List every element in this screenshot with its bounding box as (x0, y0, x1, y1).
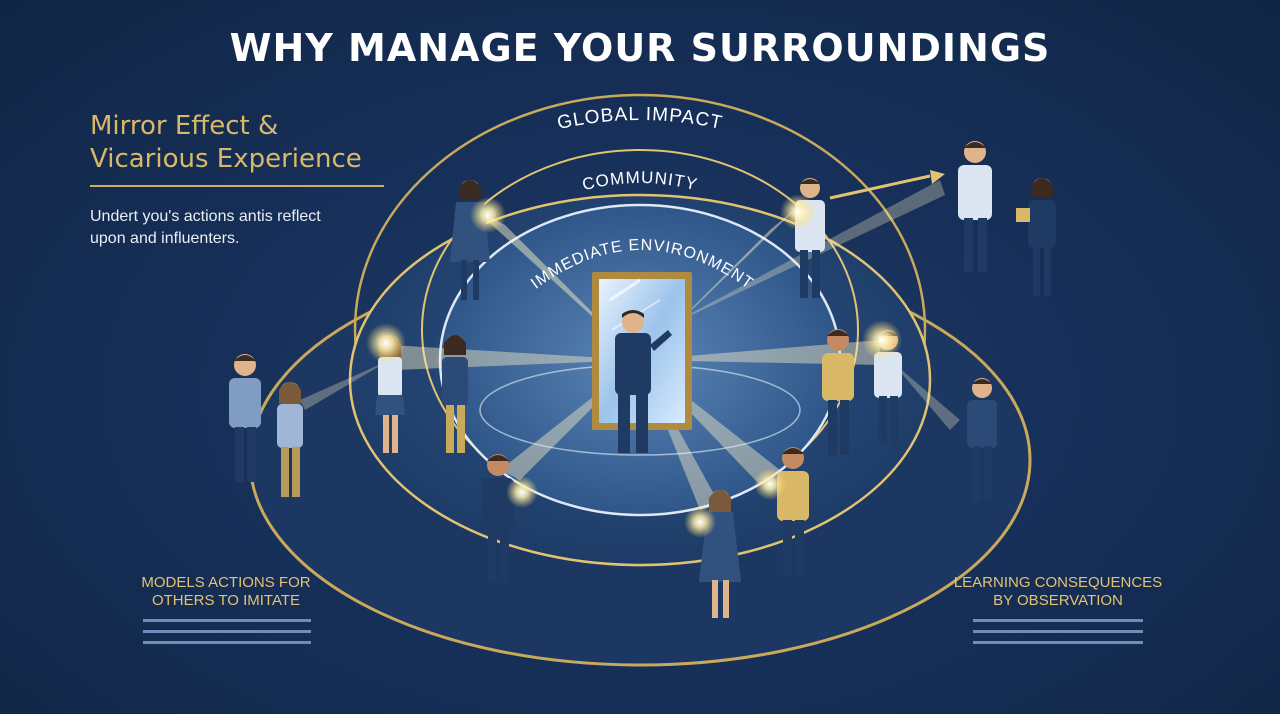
side-heading-line2: Vicarious Experience (90, 144, 362, 174)
person-far-left-woman (277, 382, 303, 497)
community-label: COMMUNITY (580, 168, 699, 194)
page-title: WHY MANAGE YOUR SURROUNDINGS (229, 26, 1051, 70)
global-impact-label: GLOBAL IMPACT (555, 104, 724, 134)
heading-divider (90, 185, 384, 187)
caption-left-placeholder-lines (143, 619, 311, 652)
side-heading-line1: Mirror Effect & (90, 111, 279, 141)
person-right-man-inner (822, 329, 854, 455)
person-bottom-left-man (482, 454, 514, 582)
side-description: Undert you's actions antis reflect upon … (90, 206, 390, 250)
caption-right-line1: LEARNING CONSEQUENCES (953, 574, 1163, 591)
caption-left-line1: MODELS ACTIONS FOR (141, 574, 311, 591)
caption-left: MODELS ACTIONS FOR OTHERS TO IMITATE (126, 574, 326, 610)
phone-glows (366, 194, 902, 538)
caption-right-line2: BY OBSERVATION (993, 592, 1123, 609)
central-person (615, 310, 672, 453)
influence-arrow (829, 174, 931, 200)
caption-right: LEARNING CONSEQUENCES BY OBSERVATION (948, 574, 1168, 610)
person-far-top-right (958, 141, 992, 272)
side-description-line1: Undert you's actions antis reflect (90, 208, 321, 225)
person-far-left-man (229, 354, 261, 482)
person-left-woman-arms-crossed (442, 335, 468, 453)
caption-left-line2: OTHERS TO IMITATE (151, 592, 301, 609)
side-description-line2: upon and influenters. (90, 230, 240, 247)
side-heading: Mirror Effect & Vicarious Experience (90, 110, 390, 176)
person-far-top-right-woman (1016, 178, 1056, 296)
person-far-right-man (967, 378, 997, 501)
caption-right-placeholder-lines (973, 619, 1143, 652)
